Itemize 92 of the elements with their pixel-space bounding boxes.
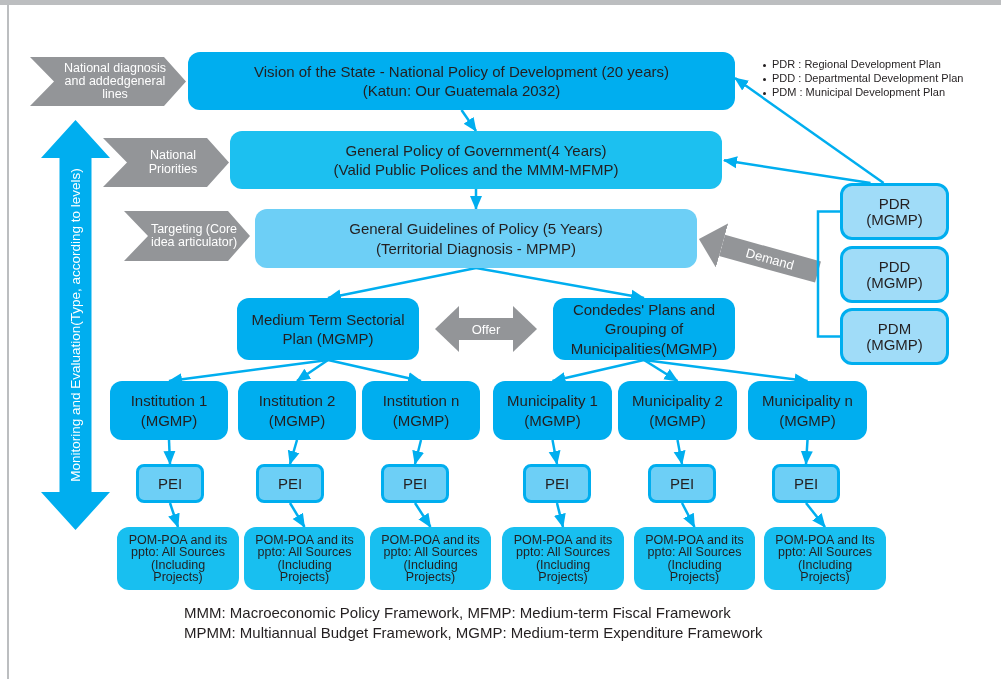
arrow bbox=[548, 439, 561, 465]
box-label: (Territorial Diagnosis - MPMP) bbox=[375, 238, 576, 258]
box-label: POM-POA and its ppto: All Sources (Including Projects) bbox=[380, 533, 481, 584]
box-label: Municipality 2 (MGMP) bbox=[631, 391, 724, 430]
box-label: (Valid Public Polices and the MMM-MFMP) bbox=[333, 160, 619, 180]
box-label: PEI bbox=[402, 473, 428, 494]
process-box bbox=[362, 381, 480, 440]
chevron-shape bbox=[30, 57, 186, 106]
box-label: PEI bbox=[669, 473, 695, 494]
footnote: MPMM: Multiannual Budget Framework, MGMP: Medium-term Expenditure Framework bbox=[184, 624, 763, 642]
process-box bbox=[370, 527, 491, 590]
arrow bbox=[296, 358, 329, 383]
box-label: PEI bbox=[544, 473, 570, 494]
box-label: PDR (MGMP) bbox=[865, 195, 924, 228]
arrow bbox=[470, 189, 482, 210]
block-arrow bbox=[698, 223, 821, 283]
arrow bbox=[554, 502, 566, 528]
process-box bbox=[244, 527, 365, 590]
chevron-shape bbox=[124, 211, 250, 261]
box-label: POM-POA and its ppto: All Sources (Including Projects) bbox=[644, 533, 745, 584]
box-label: (Katun: Our Guatemala 2032) bbox=[362, 81, 561, 101]
arrow bbox=[413, 502, 432, 528]
footnote: MMM: Macroeconomic Policy Framework, MFMP: Medium-term Fiscal Framework bbox=[184, 604, 731, 622]
process-box bbox=[523, 464, 591, 503]
box-label: PEI bbox=[793, 473, 819, 494]
box-label: Institution n (MGMP) bbox=[381, 391, 461, 430]
box-label: POM-POA and its ppto: All Sources (Including Projects) bbox=[512, 533, 614, 584]
arrow bbox=[723, 156, 871, 185]
process-box bbox=[256, 464, 324, 503]
plan-box bbox=[840, 308, 949, 365]
process-box bbox=[618, 381, 737, 440]
process-box bbox=[634, 527, 755, 590]
box-label: PDD (MGMP) bbox=[865, 258, 924, 291]
box-label: Municipality 1 (MGMP) bbox=[506, 391, 599, 430]
process-box bbox=[237, 298, 419, 360]
edge-label: Offer bbox=[471, 321, 501, 337]
process-box bbox=[381, 464, 449, 503]
arrow bbox=[551, 358, 645, 384]
process-box bbox=[648, 464, 716, 503]
box-label: PEI bbox=[277, 473, 303, 494]
arrow bbox=[287, 439, 300, 465]
arrow bbox=[288, 502, 306, 528]
process-box bbox=[230, 131, 722, 189]
box-label: POM-POA and Its ppto: All Sources (Including Projects) bbox=[774, 533, 876, 584]
arrow bbox=[163, 439, 176, 465]
process-box bbox=[136, 464, 204, 503]
arrow bbox=[412, 439, 424, 465]
arrow bbox=[643, 358, 679, 383]
arrow bbox=[673, 439, 686, 465]
process-box bbox=[764, 527, 886, 590]
box-label: POM-POA and its ppto: All Sources (Including Projects) bbox=[127, 533, 229, 584]
arrow bbox=[800, 439, 813, 465]
box-label: Vision of the State - National Policy of Development (20 years) bbox=[254, 61, 669, 81]
plan-box bbox=[840, 246, 949, 303]
arrow bbox=[805, 502, 826, 528]
process-box bbox=[255, 209, 697, 268]
box-label: Condedes' Plans and Grouping of Municipalities(MGMP) bbox=[569, 299, 719, 359]
process-box bbox=[502, 527, 624, 590]
block-arrow bbox=[435, 306, 537, 352]
arrow bbox=[734, 77, 885, 185]
box-label: Monitoring and Evaluation(Type, according to levels) bbox=[66, 168, 84, 482]
process-box bbox=[188, 52, 735, 110]
process-box bbox=[772, 464, 840, 503]
process-box bbox=[238, 381, 356, 440]
box-label: PDM (MGMP) bbox=[865, 320, 924, 353]
box-label: National diagnosis and addedgeneral lines bbox=[62, 61, 168, 102]
process-box bbox=[493, 381, 612, 440]
box-label: General Policy of Government(4 Years) bbox=[345, 140, 607, 160]
plan-box bbox=[840, 183, 949, 240]
legend-entry: PDM : Municipal Development Plan bbox=[772, 86, 946, 100]
process-box bbox=[117, 527, 239, 590]
process-box bbox=[110, 381, 228, 440]
box-label: Institution 2 (MGMP) bbox=[257, 391, 337, 430]
edge-label: Demand bbox=[744, 244, 796, 273]
box-label: National Priorities bbox=[147, 149, 199, 176]
arrow bbox=[680, 502, 696, 528]
legend-entry: PDR : Regional Development Plan bbox=[772, 58, 941, 72]
legend-entry: PDD : Departmental Development Plan bbox=[772, 72, 964, 86]
chevron-shape bbox=[103, 138, 229, 187]
box-label: Municipality n (MGMP) bbox=[761, 391, 854, 430]
box-label: PEI bbox=[157, 473, 183, 494]
arrow bbox=[327, 358, 422, 384]
process-box bbox=[748, 381, 867, 440]
arrow bbox=[460, 109, 478, 132]
box-label: Institution 1 (MGMP) bbox=[129, 391, 209, 430]
box-label: Targeting (Core idea articulator) bbox=[149, 222, 239, 250]
arrow bbox=[168, 502, 180, 528]
process-box bbox=[553, 298, 735, 360]
box-label: POM-POA and its ppto: All Sources (Including Projects) bbox=[254, 533, 355, 584]
box-label: Medium Term Sectorial Plan (MGMP) bbox=[250, 309, 406, 349]
box-label: General Guidelines of Policy (5 Years) bbox=[349, 219, 603, 239]
double-arrow-band bbox=[41, 120, 110, 530]
